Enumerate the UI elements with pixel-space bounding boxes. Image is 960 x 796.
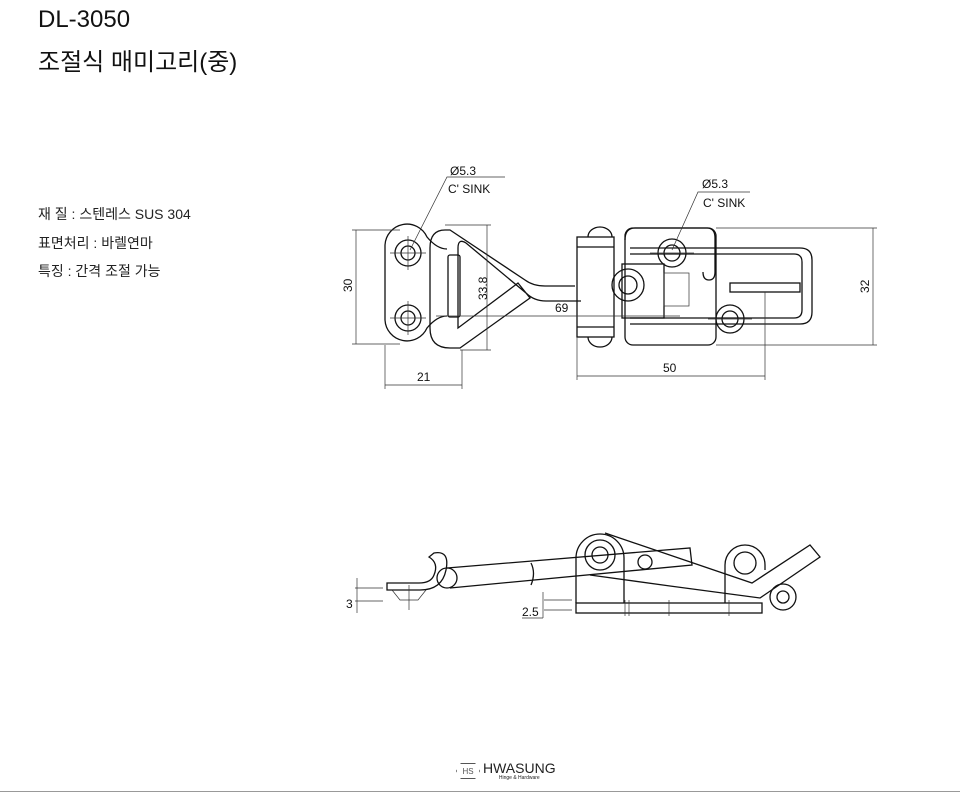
brand-logo: HS HWASUNG Hinge & Hardware: [456, 761, 556, 781]
product-name: 조절식 매미고리(중): [38, 49, 238, 76]
dim-33-8: 33.8: [476, 276, 490, 300]
brand-name: HWASUNG: [483, 760, 556, 776]
hook-frame: [630, 247, 813, 325]
lever-side: [589, 532, 821, 599]
dim-2-5: 2.5: [522, 605, 539, 619]
side-view: 3 2.5: [346, 532, 821, 619]
footer-divider: [0, 791, 960, 792]
brand-tagline: Hinge & Hardware: [498, 775, 540, 781]
wire-loop: [429, 229, 581, 349]
hole-left-note: C' SINK: [448, 182, 490, 196]
latch-lever: [624, 227, 717, 346]
model-number: DL-3050: [38, 6, 131, 33]
dim-50: 50: [663, 361, 677, 375]
dim-69: 69: [555, 301, 569, 315]
strike-side: [386, 551, 448, 591]
dim-21: 21: [417, 370, 431, 384]
dim-30: 30: [341, 278, 355, 292]
spec-finish: 표면처리 : 바렐연마: [38, 235, 153, 251]
hs-logo-icon: HS: [456, 763, 480, 779]
spec-feature: 특징 : 간격 조절 가능: [38, 263, 161, 279]
strike-plate: [384, 223, 448, 342]
spec-material: 재 질 : 스텐레스 SUS 304: [38, 206, 191, 222]
latch-base: [576, 236, 615, 338]
hole-right-dia: Ø5.3: [702, 177, 728, 191]
dim-32: 32: [858, 279, 872, 293]
dim-3: 3: [346, 597, 353, 611]
hole-right-note: C' SINK: [703, 196, 745, 210]
hole-left-dia: Ø5.3: [450, 164, 476, 178]
draw-rod: [446, 547, 693, 589]
top-view: Ø5.3 C' SINK Ø5.3 C' SINK 30 21 33.8 69 …: [341, 164, 877, 389]
